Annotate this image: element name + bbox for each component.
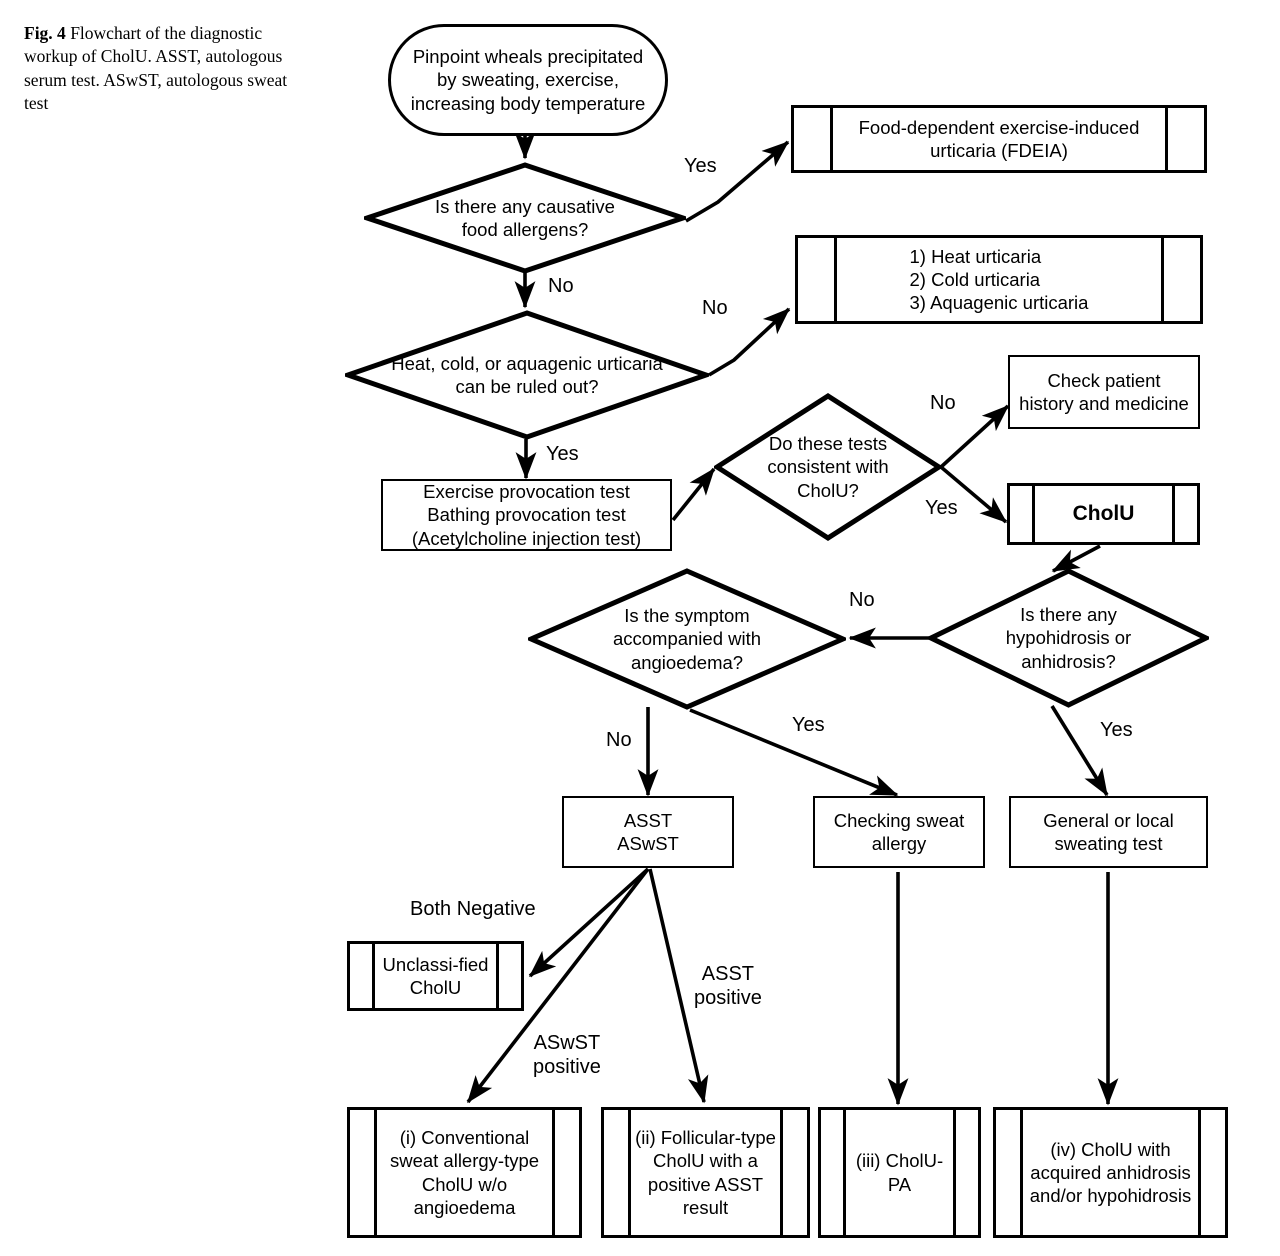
other-urticarias-line-3: 3) Aquagenic urticaria — [909, 292, 1089, 314]
node-result-i[interactable]: (i) Conventional sweat allergy-type Chol… — [347, 1107, 582, 1238]
node-decision-angioedema[interactable]: Is the symptom accompanied with angioede… — [528, 568, 846, 710]
diamond-outline-2 — [345, 310, 709, 440]
node-result-ii-text: (ii) Follicular-type CholU with a positi… — [628, 1110, 783, 1235]
edge-d4-yes-to-sweat-allergy — [689, 708, 899, 797]
node-sweating-test-text: General or local sweating test — [1043, 809, 1174, 854]
node-provocation-tests[interactable]: Exercise provocation test Bathing provoc… — [381, 479, 672, 551]
edge-label-d3-no: No — [930, 392, 956, 414]
node-cholu[interactable]: CholU — [1007, 483, 1200, 545]
edge-provocation-to-d3 — [671, 467, 716, 522]
node-decision-hypohidrosis[interactable]: Is there any hypohidrosis or anhidrosis? — [928, 568, 1209, 708]
edge-label-aswst-positive: ASwST positive — [533, 1032, 601, 1078]
node-decision-tests-consistent-text: Do these tests consistent with CholU? — [767, 433, 889, 501]
edge-label-d4-yes: Yes — [792, 714, 825, 736]
edge-d5-yes-to-sweating-test — [1050, 705, 1109, 797]
asst-line-1: ASST — [623, 809, 673, 831]
node-result-i-text: (i) Conventional sweat allergy-type Chol… — [374, 1110, 555, 1235]
node-checking-sweat-allergy-text: Checking sweat allergy — [833, 809, 965, 854]
node-fdeia[interactable]: Food-dependent exercise-induced urticari… — [791, 105, 1207, 173]
edge-d1-yes-to-fdeia — [685, 140, 790, 223]
diamond-outline-1 — [364, 162, 686, 274]
node-decision-angioedema-text: Is the symptom accompanied with angioede… — [612, 605, 762, 673]
other-urticarias-line-1: 1) Heat urticaria — [909, 245, 1042, 267]
edge-asst-to-unclassified — [528, 867, 650, 978]
provocation-line-2: Bathing provocation test — [427, 504, 626, 526]
node-decision-food-allergens-text: Is there any causative food allergens? — [435, 195, 615, 240]
diamond-outline-4 — [528, 568, 846, 710]
edge-label-both-negative: Both Negative — [410, 898, 536, 920]
edge-label-d3-yes: Yes — [925, 497, 958, 519]
diamond-outline-3 — [714, 393, 942, 541]
node-decision-food-allergens[interactable]: Is there any causative food allergens? — [364, 162, 686, 274]
figure-caption-text: Flowchart of the diagnostic workup of Ch… — [24, 23, 288, 113]
edge-label-d1-no: No — [548, 275, 574, 297]
node-result-iii[interactable]: (iii) CholU-PA — [818, 1107, 981, 1238]
node-unclassified-cholu[interactable]: Unclassi-fied CholU — [347, 941, 524, 1011]
edge-label-d2-no: No — [702, 297, 728, 319]
figure-label: Fig. 4 — [24, 23, 66, 43]
node-result-iv[interactable]: (iv) CholU with acquired anhidrosis and/… — [993, 1107, 1228, 1238]
node-result-iv-text: (iv) CholU with acquired anhidrosis and/… — [1020, 1110, 1201, 1235]
edge-d3-no-to-check-history — [939, 404, 1010, 469]
edge-d2-no-to-other — [708, 307, 791, 377]
provocation-line-3: (Acetylcholine injection test) — [411, 527, 642, 549]
node-result-iii-text: (iii) CholU-PA — [843, 1110, 956, 1235]
node-start-text: Pinpoint wheals precipitated by sweating… — [410, 46, 646, 114]
provocation-line-1: Exercise provocation test — [423, 481, 630, 503]
node-sweating-test[interactable]: General or local sweating test — [1009, 796, 1208, 868]
node-decision-other-urticaria-text: Heat, cold, or aquagenic urticaria can b… — [391, 352, 663, 397]
node-decision-other-urticaria[interactable]: Heat, cold, or aquagenic urticaria can b… — [345, 310, 709, 440]
edge-label-d5-yes: Yes — [1100, 719, 1133, 741]
node-asst-aswst[interactable]: ASST ASwST — [562, 796, 734, 868]
other-urticarias-line-2: 2) Cold urticaria — [909, 268, 1041, 290]
edge-label-asst-positive: ASST positive — [694, 963, 762, 1009]
node-decision-hypohidrosis-text: Is there any hypohidrosis or anhidrosis? — [1005, 604, 1132, 672]
node-unclassified-cholu-text: Unclassi-fied CholU — [372, 944, 499, 1008]
edge-label-d1-yes: Yes — [684, 155, 717, 177]
edge-cholu-to-d5 — [1051, 544, 1101, 573]
node-check-history-text: Check patient history and medicine — [1019, 369, 1189, 414]
diamond-outline-5 — [928, 568, 1209, 708]
edge-asst-to-result-ii — [648, 868, 709, 1104]
node-cholu-text: CholU — [1032, 486, 1175, 542]
node-checking-sweat-allergy[interactable]: Checking sweat allergy — [813, 796, 985, 868]
figure-caption: Fig. 4 Flowchart of the diagnostic worku… — [24, 22, 294, 115]
node-other-urticarias[interactable]: 1) Heat urticaria 2) Cold urticaria 3) A… — [795, 235, 1203, 324]
edge-asst-to-result-i — [466, 867, 650, 1104]
node-start[interactable]: Pinpoint wheals precipitated by sweating… — [388, 24, 668, 136]
asst-line-2: ASwST — [617, 833, 679, 854]
edge-label-d5-no: No — [849, 589, 875, 611]
node-decision-tests-consistent[interactable]: Do these tests consistent with CholU? — [714, 393, 942, 541]
node-result-ii[interactable]: (ii) Follicular-type CholU with a positi… — [601, 1107, 810, 1238]
edge-label-d4-no: No — [606, 729, 632, 751]
edge-d3-yes-to-cholu — [939, 465, 1008, 524]
node-check-history[interactable]: Check patient history and medicine — [1008, 355, 1200, 429]
node-fdeia-text: Food-dependent exercise-induced urticari… — [830, 108, 1168, 170]
edge-label-d2-yes: Yes — [546, 443, 579, 465]
